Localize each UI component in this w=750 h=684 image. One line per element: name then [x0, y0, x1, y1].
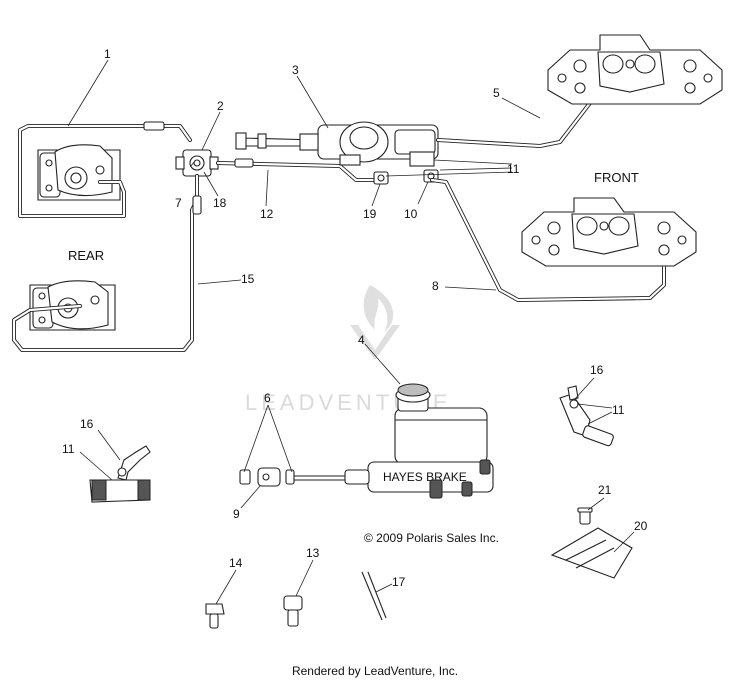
callout-1: 1 [104, 47, 111, 61]
copyright-text: © 2009 Polaris Sales Inc. [364, 531, 499, 545]
front-caliper-lower [521, 197, 697, 267]
callout-11-top: 11 [507, 162, 520, 176]
brake-line-15 [12, 174, 202, 352]
leader-lines [67, 59, 635, 605]
callout-19: 19 [363, 207, 377, 221]
callout-13: 13 [306, 546, 320, 560]
callout-5: 5 [493, 86, 500, 100]
callout-20: 20 [634, 519, 648, 533]
callout-15: 15 [241, 272, 255, 286]
brake-line-12 [216, 158, 377, 182]
bolt-19 [373, 171, 389, 185]
callout-17: 17 [392, 575, 406, 589]
callout-8: 8 [432, 279, 439, 293]
fitting-13 [283, 595, 303, 627]
front-label: FRONT [594, 170, 639, 185]
callout-18: 18 [213, 196, 227, 210]
bracket-20 [550, 527, 633, 579]
reservoir-marking: HAYES BRAKE [383, 470, 467, 484]
callout-2: 2 [217, 99, 224, 113]
callout-16-left: 16 [80, 417, 94, 431]
master-cylinder-upper [235, 121, 439, 167]
footer-credit: Rendered by LeadVenture, Inc. [291, 664, 459, 678]
brake-switch-left [89, 445, 151, 503]
callout-16-right: 16 [590, 363, 604, 377]
callout-14: 14 [229, 556, 243, 570]
callout-9: 9 [233, 507, 240, 521]
rear-caliper-upper [37, 144, 121, 201]
callout-21: 21 [598, 483, 612, 497]
screw-21 [577, 507, 593, 525]
cable-tie-17 [361, 571, 387, 621]
front-caliper-upper [547, 34, 723, 105]
callout-11-left: 11 [62, 442, 75, 456]
callout-6: 6 [264, 391, 271, 405]
callout-3: 3 [292, 63, 299, 77]
callout-11-right: 11 [612, 403, 625, 417]
brake-line-1 [18, 121, 192, 218]
pushrod-clevis-9 [239, 467, 345, 487]
callout-7: 7 [175, 196, 182, 210]
brake-distribution-block [175, 149, 219, 177]
master-cylinder-lower: HAYES BRAKE [344, 383, 494, 499]
callout-12: 12 [260, 207, 274, 221]
callout-numbers: 1 2 3 4 5 6 7 8 9 10 11 11 11 12 13 14 1… [62, 47, 648, 589]
clip-14 [205, 603, 225, 629]
brake-switch-right [559, 385, 614, 447]
callout-4: 4 [358, 333, 365, 347]
callout-10: 10 [404, 207, 418, 221]
rear-label: REAR [68, 248, 104, 263]
